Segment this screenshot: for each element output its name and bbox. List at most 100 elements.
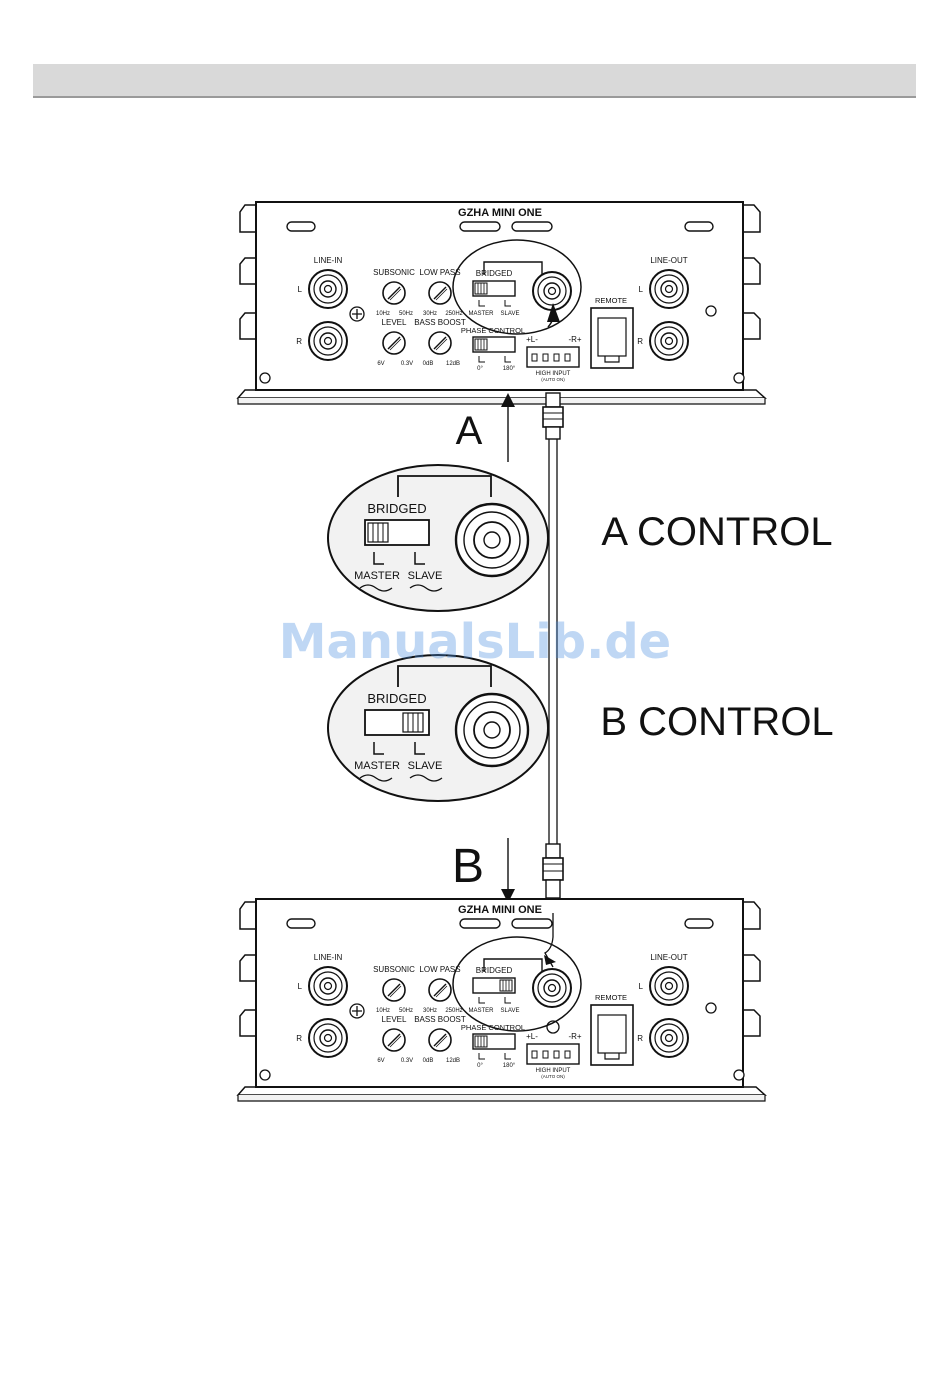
hi-right-label: -R+ [568, 335, 581, 344]
level-min-label: 6V [377, 361, 384, 367]
low-pass-min-label: 30Hz [423, 311, 437, 317]
ch-left-label: L [298, 285, 303, 294]
line-out-right-jack [649, 321, 689, 361]
line-out-left-jack [649, 966, 689, 1006]
subsonic-label: SUBSONIC [373, 965, 415, 974]
low-pass-max-label: 250Hz [445, 1008, 462, 1014]
line-in-left-jack [308, 966, 348, 1006]
low-pass-label: LOW PASS [419, 268, 460, 277]
low-pass-label: LOW PASS [419, 965, 460, 974]
level-knob [382, 1028, 406, 1052]
callout-b-bridged-label: BRIDGED [367, 691, 426, 706]
low-pass-min-label: 30Hz [423, 1008, 437, 1014]
low-pass-knob [428, 978, 452, 1002]
line-in-label: LINE-IN [314, 953, 343, 962]
level-min-label: 6V [377, 1058, 384, 1064]
callout-b-slave: BRIDGED MASTER SLAVE [327, 654, 549, 802]
ch-right-label: R [296, 1034, 302, 1043]
callout-a-rca-jack [454, 502, 530, 578]
auto-on-label: (AUTO ON) [541, 1074, 565, 1079]
line-out-ch-right-label: R [637, 1034, 643, 1043]
amplifier-top: GZHA MINI ONE LINE-IN L R SUBSONIC 10Hz … [236, 201, 767, 405]
rca-cable [542, 392, 564, 918]
high-input-label: HIGH INPUT [536, 1068, 571, 1074]
callout-a-bridged-label: BRIDGED [367, 501, 426, 516]
low-pass-knob [428, 281, 452, 305]
line-out-ch-right-label: R [637, 337, 643, 346]
high-input-connector [526, 346, 580, 368]
bass-boost-label: BASS BOOST [414, 1015, 466, 1024]
bass-boost-knob [428, 1028, 452, 1052]
bridged-label: BRIDGED [476, 966, 513, 975]
subsonic-min-label: 10Hz [376, 311, 390, 317]
level-knob [382, 331, 406, 355]
line-out-label: LINE-OUT [650, 256, 687, 265]
subsonic-min-label: 10Hz [376, 1008, 390, 1014]
bass-boost-max-label: 12dB [446, 361, 460, 367]
level-max-label: 0.3V [401, 1058, 413, 1064]
b-control-label: B CONTROL [600, 700, 833, 744]
ch-left-label: L [298, 982, 303, 991]
callout-b-rca-jack [454, 692, 530, 768]
bass-boost-max-label: 12dB [446, 1058, 460, 1064]
level-max-label: 0.3V [401, 361, 413, 367]
phase-min-label: 0° [477, 366, 483, 372]
model-name: GZHA MINI ONE [458, 207, 542, 219]
bass-boost-min-label: 0dB [423, 1058, 434, 1064]
slave-label: SLAVE [501, 1008, 520, 1014]
line-out-left-jack [649, 269, 689, 309]
line-out-ch-left-label: L [639, 285, 644, 294]
level-label: LEVEL [382, 318, 407, 327]
callout-a-slave-label: SLAVE [408, 570, 443, 582]
hi-left-label: +L- [526, 1032, 538, 1041]
high-input-connector [526, 1043, 580, 1065]
watermark: ManualsLib.de [279, 614, 671, 670]
remote-label: REMOTE [595, 993, 627, 1002]
master-label: MASTER [468, 1008, 494, 1014]
line-in-right-jack [308, 1018, 348, 1058]
phase-control-label: PHASE CONTROL [461, 1023, 525, 1032]
line-out-label: LINE-OUT [650, 953, 687, 962]
model-name: GZHA MINI ONE [458, 904, 542, 916]
phase-control-label: PHASE CONTROL [461, 326, 525, 335]
callout-a-master-label: MASTER [354, 570, 400, 582]
subsonic-knob [382, 978, 406, 1002]
phase-max-label: 180° [503, 1063, 516, 1069]
high-input-label: HIGH INPUT [536, 371, 571, 377]
subsonic-max-label: 50Hz [399, 311, 413, 317]
subsonic-knob [382, 281, 406, 305]
header-bar [33, 64, 916, 98]
bridged-label: BRIDGED [476, 269, 513, 278]
bass-boost-label: BASS BOOST [414, 318, 466, 327]
slave-label: SLAVE [501, 311, 520, 317]
bass-boost-min-label: 0dB [423, 361, 434, 367]
label-b: B [452, 840, 484, 893]
callout-a-master: BRIDGED MASTER SLAVE [327, 464, 549, 612]
bass-boost-knob [428, 331, 452, 355]
hi-left-label: +L- [526, 335, 538, 344]
bridged-rca-jack [532, 271, 572, 311]
bridged-rca-jack [532, 968, 572, 1008]
label-a: A [456, 409, 483, 453]
auto-on-label: (AUTO ON) [541, 377, 565, 382]
level-label: LEVEL [382, 1015, 407, 1024]
line-in-left-jack [308, 269, 348, 309]
line-out-ch-left-label: L [639, 982, 644, 991]
hi-right-label: -R+ [568, 1032, 581, 1041]
callout-b-slave-label: SLAVE [408, 760, 443, 772]
line-in-label: LINE-IN [314, 256, 343, 265]
low-pass-max-label: 250Hz [445, 311, 462, 317]
subsonic-max-label: 50Hz [399, 1008, 413, 1014]
line-out-right-jack [649, 1018, 689, 1058]
a-control-label: A CONTROL [601, 510, 832, 554]
phase-max-label: 180° [503, 366, 516, 372]
line-in-right-jack [308, 321, 348, 361]
master-label: MASTER [468, 311, 494, 317]
amplifier-bottom: GZHA MINI ONE LINE-IN L R SUBSONIC 10Hz … [236, 898, 767, 1102]
ch-right-label: R [296, 337, 302, 346]
remote-label: REMOTE [595, 296, 627, 305]
subsonic-label: SUBSONIC [373, 268, 415, 277]
phase-min-label: 0° [477, 1063, 483, 1069]
callout-b-master-label: MASTER [354, 760, 400, 772]
